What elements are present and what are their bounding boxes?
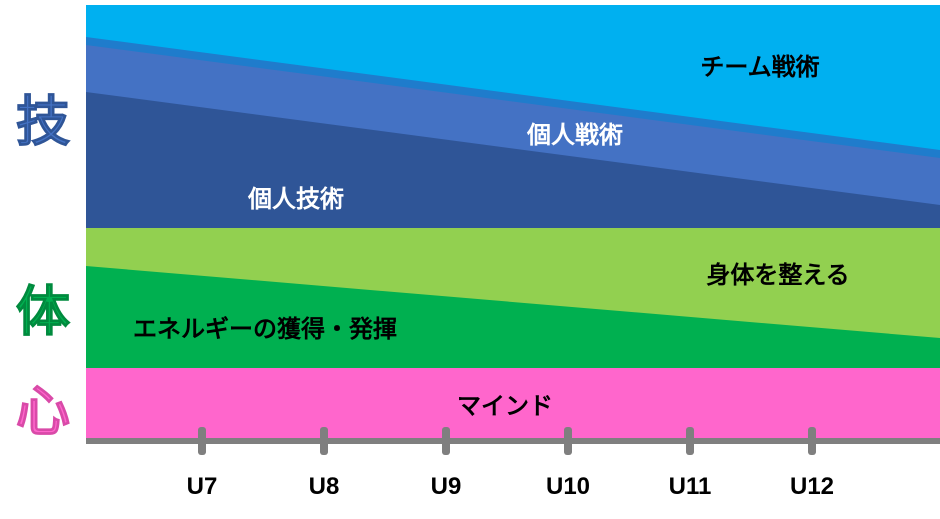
axis-tick-label: U7 — [187, 473, 218, 500]
band-mind — [86, 368, 940, 440]
axis-tick-mark — [442, 427, 450, 455]
label-conditioning: 身体を整える — [706, 261, 849, 289]
axis-tick-label: U9 — [431, 473, 462, 500]
axis-tick-label: U11 — [669, 473, 712, 500]
band-individual-technique — [86, 92, 940, 240]
axis-tick-label: U12 — [790, 473, 834, 500]
label-energy: エネルギーの獲得・発揮 — [133, 315, 397, 343]
axis-tick-mark — [686, 427, 694, 455]
label-individual-technique: 個人技術 — [247, 185, 344, 213]
label-mind: マインド — [457, 392, 553, 420]
side-label-mind: 心 — [16, 380, 70, 443]
side-label-technique: 技 — [16, 90, 70, 153]
side-label-body: 体 — [16, 280, 70, 343]
axis-tick-mark — [808, 427, 816, 455]
axis-tick-mark — [564, 427, 572, 455]
axis-tick-label: U8 — [309, 473, 340, 500]
label-individual-tactics: 個人戦術 — [526, 121, 623, 149]
label-team-tactics: チーム戦術 — [700, 53, 819, 81]
axis-tick-mark — [320, 427, 328, 455]
axis-tick-label: U10 — [546, 473, 590, 500]
axis-ticks: U7 U8 U9 U10 U11 U12 — [187, 427, 834, 500]
band-energy — [86, 266, 940, 368]
axis-tick-mark — [198, 427, 206, 455]
